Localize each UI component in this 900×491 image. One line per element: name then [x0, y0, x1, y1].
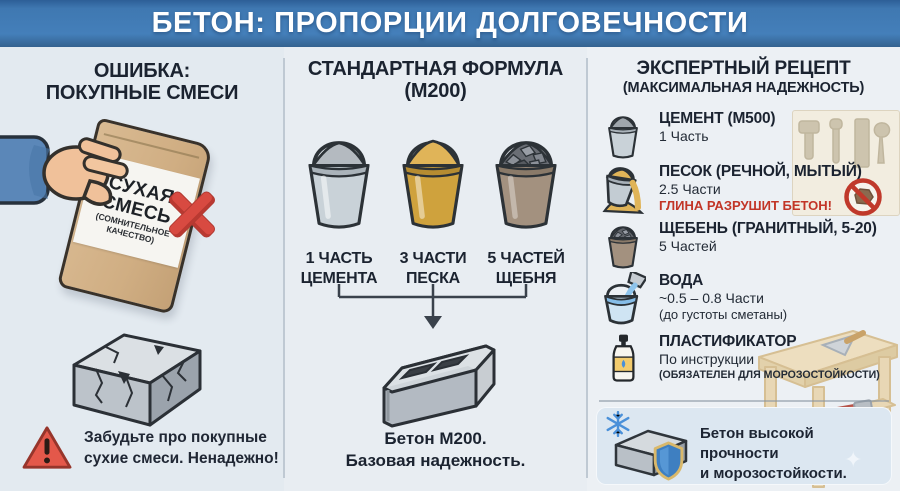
ingredient-row-cement: ЦЕМЕНТ (М500) 1 Часть [599, 110, 885, 160]
no-clay-prohibition-icon [844, 178, 882, 216]
cracked-concrete-block-icon [72, 333, 202, 427]
cement-bucket-label: 1 ЧАСТЬ ЦЕМЕНТА [300, 250, 378, 287]
gravel-bucket-label: 5 ЧАСТЕЙ ЩЕБНЯ [487, 250, 565, 287]
clay-warning-text: ГЛИНА РАЗРУШИТ БЕТОН! [659, 198, 832, 213]
cement-bucket-small-icon [599, 110, 647, 160]
mistake-title: ОШИБКА: ПОКУПНЫЕ СМЕСИ [45, 60, 239, 104]
standard-result-text: Бетон М200. Базовая надежность. [345, 429, 526, 470]
gravel-bucket-small-icon [599, 220, 647, 270]
warning-triangle-icon [22, 426, 72, 469]
concrete-beam-icon [614, 429, 688, 477]
ingredient-row-plasticizer: ПЛАСТИФИКАТОР По инструкции (ОБЯЗАТЕЛЕН … [599, 333, 885, 383]
plasticizer-bottle-icon [599, 333, 647, 383]
rejected-cross-icon [163, 185, 221, 243]
expert-divider [599, 400, 889, 402]
ingredient-row-sand: ПЕСОК (РЕЧНОЙ, МЫТЫЙ) 2.5 Части ГЛИНА РА… [599, 163, 885, 215]
column-divider-right [586, 58, 588, 478]
ingredient-row-water: ВОДА ~0.5 – 0.8 Части (до густоты сметан… [599, 272, 885, 328]
standard-title: СТАНДАРТНАЯ ФОРМУЛА (М200) [307, 58, 564, 102]
cement-bucket-icon [308, 141, 370, 229]
expert-title: ЭКСПЕРТНЫЙ РЕЦЕПТ (МАКСИМАЛЬНАЯ НАДЕЖНОС… [622, 58, 865, 96]
shield-icon [653, 441, 684, 481]
gravel-bucket-icon [495, 141, 557, 229]
section-expert-recipe: ЭКСПЕРТНЫЙ РЕЦЕПТ (МАКСИМАЛЬНАЯ НАДЕЖНОС… [587, 47, 900, 491]
expert-result-panel: Бетон высокой прочности и морозостойкост… [596, 407, 892, 485]
column-divider-left [283, 58, 285, 478]
section-mistake: ОШИБКА: ПОКУПНЫЕ СМЕСИ СУХАЯ СМЕСЬ (СОМН… [0, 47, 284, 491]
pegboard-decoration [792, 110, 900, 216]
header-banner: БЕТОН: ПРОПОРЦИИ ДОЛГОВЕЧНОСТИ [0, 0, 900, 47]
sand-bucket-icon [402, 139, 464, 229]
mix-flow-connector [337, 284, 528, 329]
concrete-block-m200-icon [382, 344, 496, 428]
expert-result-text: Бетон высокой прочности и морозостойкост… [700, 425, 847, 482]
snowflake-icon [606, 411, 630, 437]
page-title: БЕТОН: ПРОПОРЦИИ ДОЛГОВЕЧНОСТИ [151, 7, 749, 39]
ingredient-row-gravel: ЩЕБЕНЬ (ГРАНИТНЫЙ, 5-20) 5 Частей [599, 220, 885, 270]
sand-bucket-label: 3 ЧАСТИ ПЕСКА [399, 250, 467, 287]
mistake-warning-text: Забудьте про покупные сухие смеси. Ненад… [84, 429, 279, 467]
mistake-warning: Забудьте про покупные сухие смеси. Ненад… [22, 425, 279, 471]
water-bucket-icon [599, 272, 647, 328]
sand-pouring-bucket-icon [599, 163, 647, 215]
sparkle-icon: ✦ [844, 447, 863, 472]
section-standard-formula: СТАНДАРТНАЯ ФОРМУЛА (М200) [284, 47, 587, 491]
hand-icon [0, 135, 129, 206]
